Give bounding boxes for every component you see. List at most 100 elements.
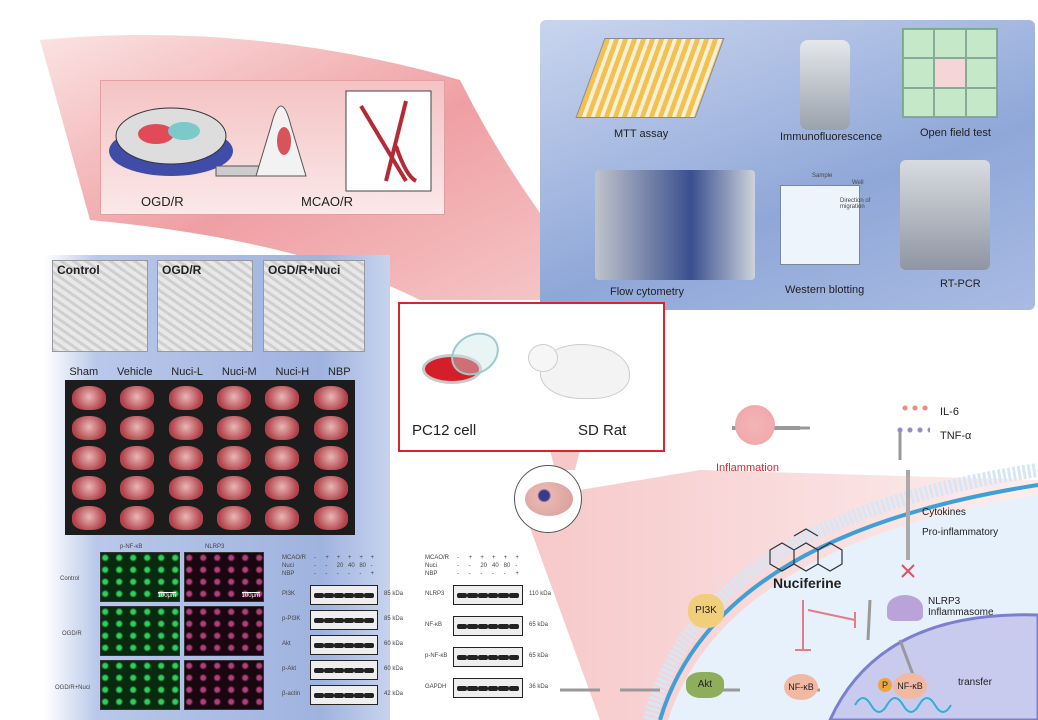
if-row-label: OGD/R [62,631,82,637]
group-label: NBP [327,366,351,378]
kda-label: 85 kDa [384,591,404,597]
blot-header: + [325,555,329,561]
blot-strip [453,616,523,636]
brain-slice [265,386,300,410]
band [324,617,334,623]
band [457,654,468,660]
band [344,617,354,623]
fluorescence-image: 100μm [100,552,180,602]
brain-slice [313,476,348,500]
proinflammatory-label: Pro-inflammatory [922,527,999,538]
micrograph-label: OGD/R+Nuci [268,263,341,277]
fluorescence-image [184,660,264,710]
band [324,667,334,673]
nlrp3-label: NLRP3 Inflammasome [928,596,994,618]
blot-header: 40 [492,563,499,569]
assay-label: Immunofluorescence [780,131,883,143]
if-col-label: NLRP3 [205,544,225,550]
brain-slice [168,416,203,440]
band [487,654,499,660]
blot-header: MCAO/R [282,555,306,561]
brain-slice-row [65,446,355,470]
band [498,654,509,660]
brain-slice [217,476,252,500]
brain-slice [313,416,348,440]
band [487,685,499,691]
blot-header: - [336,571,339,577]
blot-header: 40 [348,563,355,569]
band [477,623,488,629]
band-label: Akt [282,641,291,647]
blot-header: - [515,563,518,569]
band [457,685,468,691]
group-label: Sham [69,366,99,378]
blot-header: - [359,571,362,577]
band-label: p-PI3K [282,616,301,622]
pi3k-node: PI3K [688,594,724,628]
band [508,654,519,660]
scale-bar: 100μm [157,592,176,599]
brain-slice [265,506,300,530]
neuron-icon [735,405,775,445]
band [334,642,344,648]
band [314,617,324,623]
brain-slice [120,416,155,440]
western-blot-illustration [780,185,860,265]
band [344,642,354,648]
brain-slice [72,446,107,470]
if-row-label: Control [60,576,80,582]
band [334,692,344,698]
band [508,685,519,691]
band [477,592,488,598]
blot-header: + [348,555,352,561]
blot-header: - [468,571,471,577]
brain-slice [168,506,203,530]
assay-label: RT-PCR [940,278,981,290]
band [508,592,519,598]
band [364,642,374,648]
scale-bar: 100μm [241,592,260,599]
band [467,623,478,629]
brain-slice-row [65,386,355,410]
group-label: Nuci-L [171,366,204,378]
band-label: PI3K [282,591,296,597]
brain-slice-row [65,506,355,530]
band [324,592,334,598]
brain-slice [265,476,300,500]
cell-model-label: PC12 cell [412,422,477,439]
flow-cytometer-illustration [595,170,755,280]
blot-header: + [515,555,519,561]
kda-label: 65 kDa [529,622,549,628]
cytokine-dots [900,403,930,413]
band [487,592,499,598]
brain-slice [217,506,252,530]
blot-header: 80 [359,563,367,569]
band [334,617,344,623]
blot-header: - [348,571,350,577]
band-label: p-NF-κB [425,653,448,659]
blot-header: 20 [336,563,344,569]
brain-slice [120,476,155,500]
ogdr-label: OGD/R [141,194,184,209]
blot-header: - [457,563,459,569]
ttc-brain-slices [65,380,355,535]
band [334,667,344,673]
band [364,667,374,673]
band [498,623,509,629]
brain-slice [313,386,348,410]
blot-strip [453,647,523,667]
assay-label: Open field test [920,127,991,139]
blot-header: + [503,555,508,561]
group-label: Nuci-M [221,366,257,378]
band [354,592,364,598]
blot-header: + [515,571,519,577]
blot-header: - [325,563,328,569]
band [467,654,478,660]
nuclear-nfkb-node: NF-κB [893,673,927,699]
petri-dish-icon [422,354,482,384]
micrograph-control: Control [52,260,148,352]
kda-label: 65 kDa [529,653,549,659]
blot-header: MCAO/R [425,555,449,561]
